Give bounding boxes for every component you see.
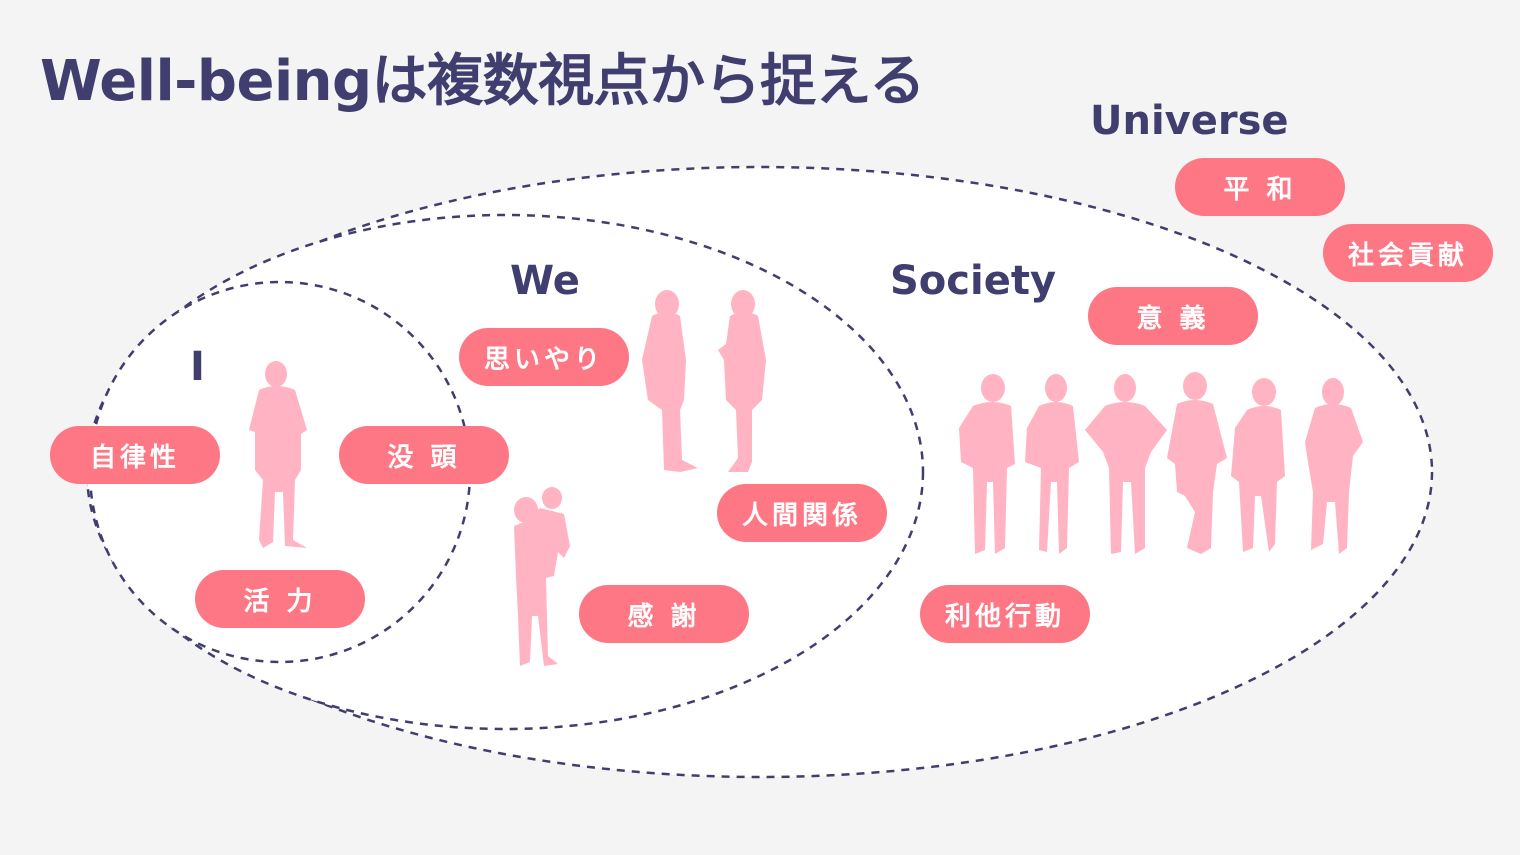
keyword-pill-gratitude: 感 謝 — [579, 585, 749, 643]
keyword-pill-immersion: 没 頭 — [339, 426, 509, 484]
scope-label-i: I — [190, 344, 205, 390]
group-of-six-people-icon — [959, 372, 1363, 554]
keyword-pill-vitality: 活 力 — [195, 570, 365, 628]
page-title: Well-beingは複数視点から捉える — [40, 49, 925, 114]
keyword-pill-autonomy: 自律性 — [50, 426, 220, 484]
keyword-pill-altruism: 利他行動 — [920, 585, 1090, 643]
keyword-pill-compassion: 思いやり — [459, 328, 629, 386]
single-person-icon — [249, 361, 307, 548]
two-people-talking-icon — [642, 290, 766, 472]
scope-label-universe: Universe — [1090, 98, 1289, 144]
keyword-pill-social-contribution: 社会貢献 — [1323, 224, 1493, 282]
keyword-pill-peace: 平 和 — [1175, 158, 1345, 216]
parent-holding-child-icon — [514, 487, 570, 666]
scope-label-society: Society — [890, 258, 1057, 304]
keyword-pill-meaning: 意 義 — [1088, 287, 1258, 345]
scope-label-we: We — [510, 258, 580, 304]
keyword-pill-relationships: 人間関係 — [717, 484, 887, 542]
